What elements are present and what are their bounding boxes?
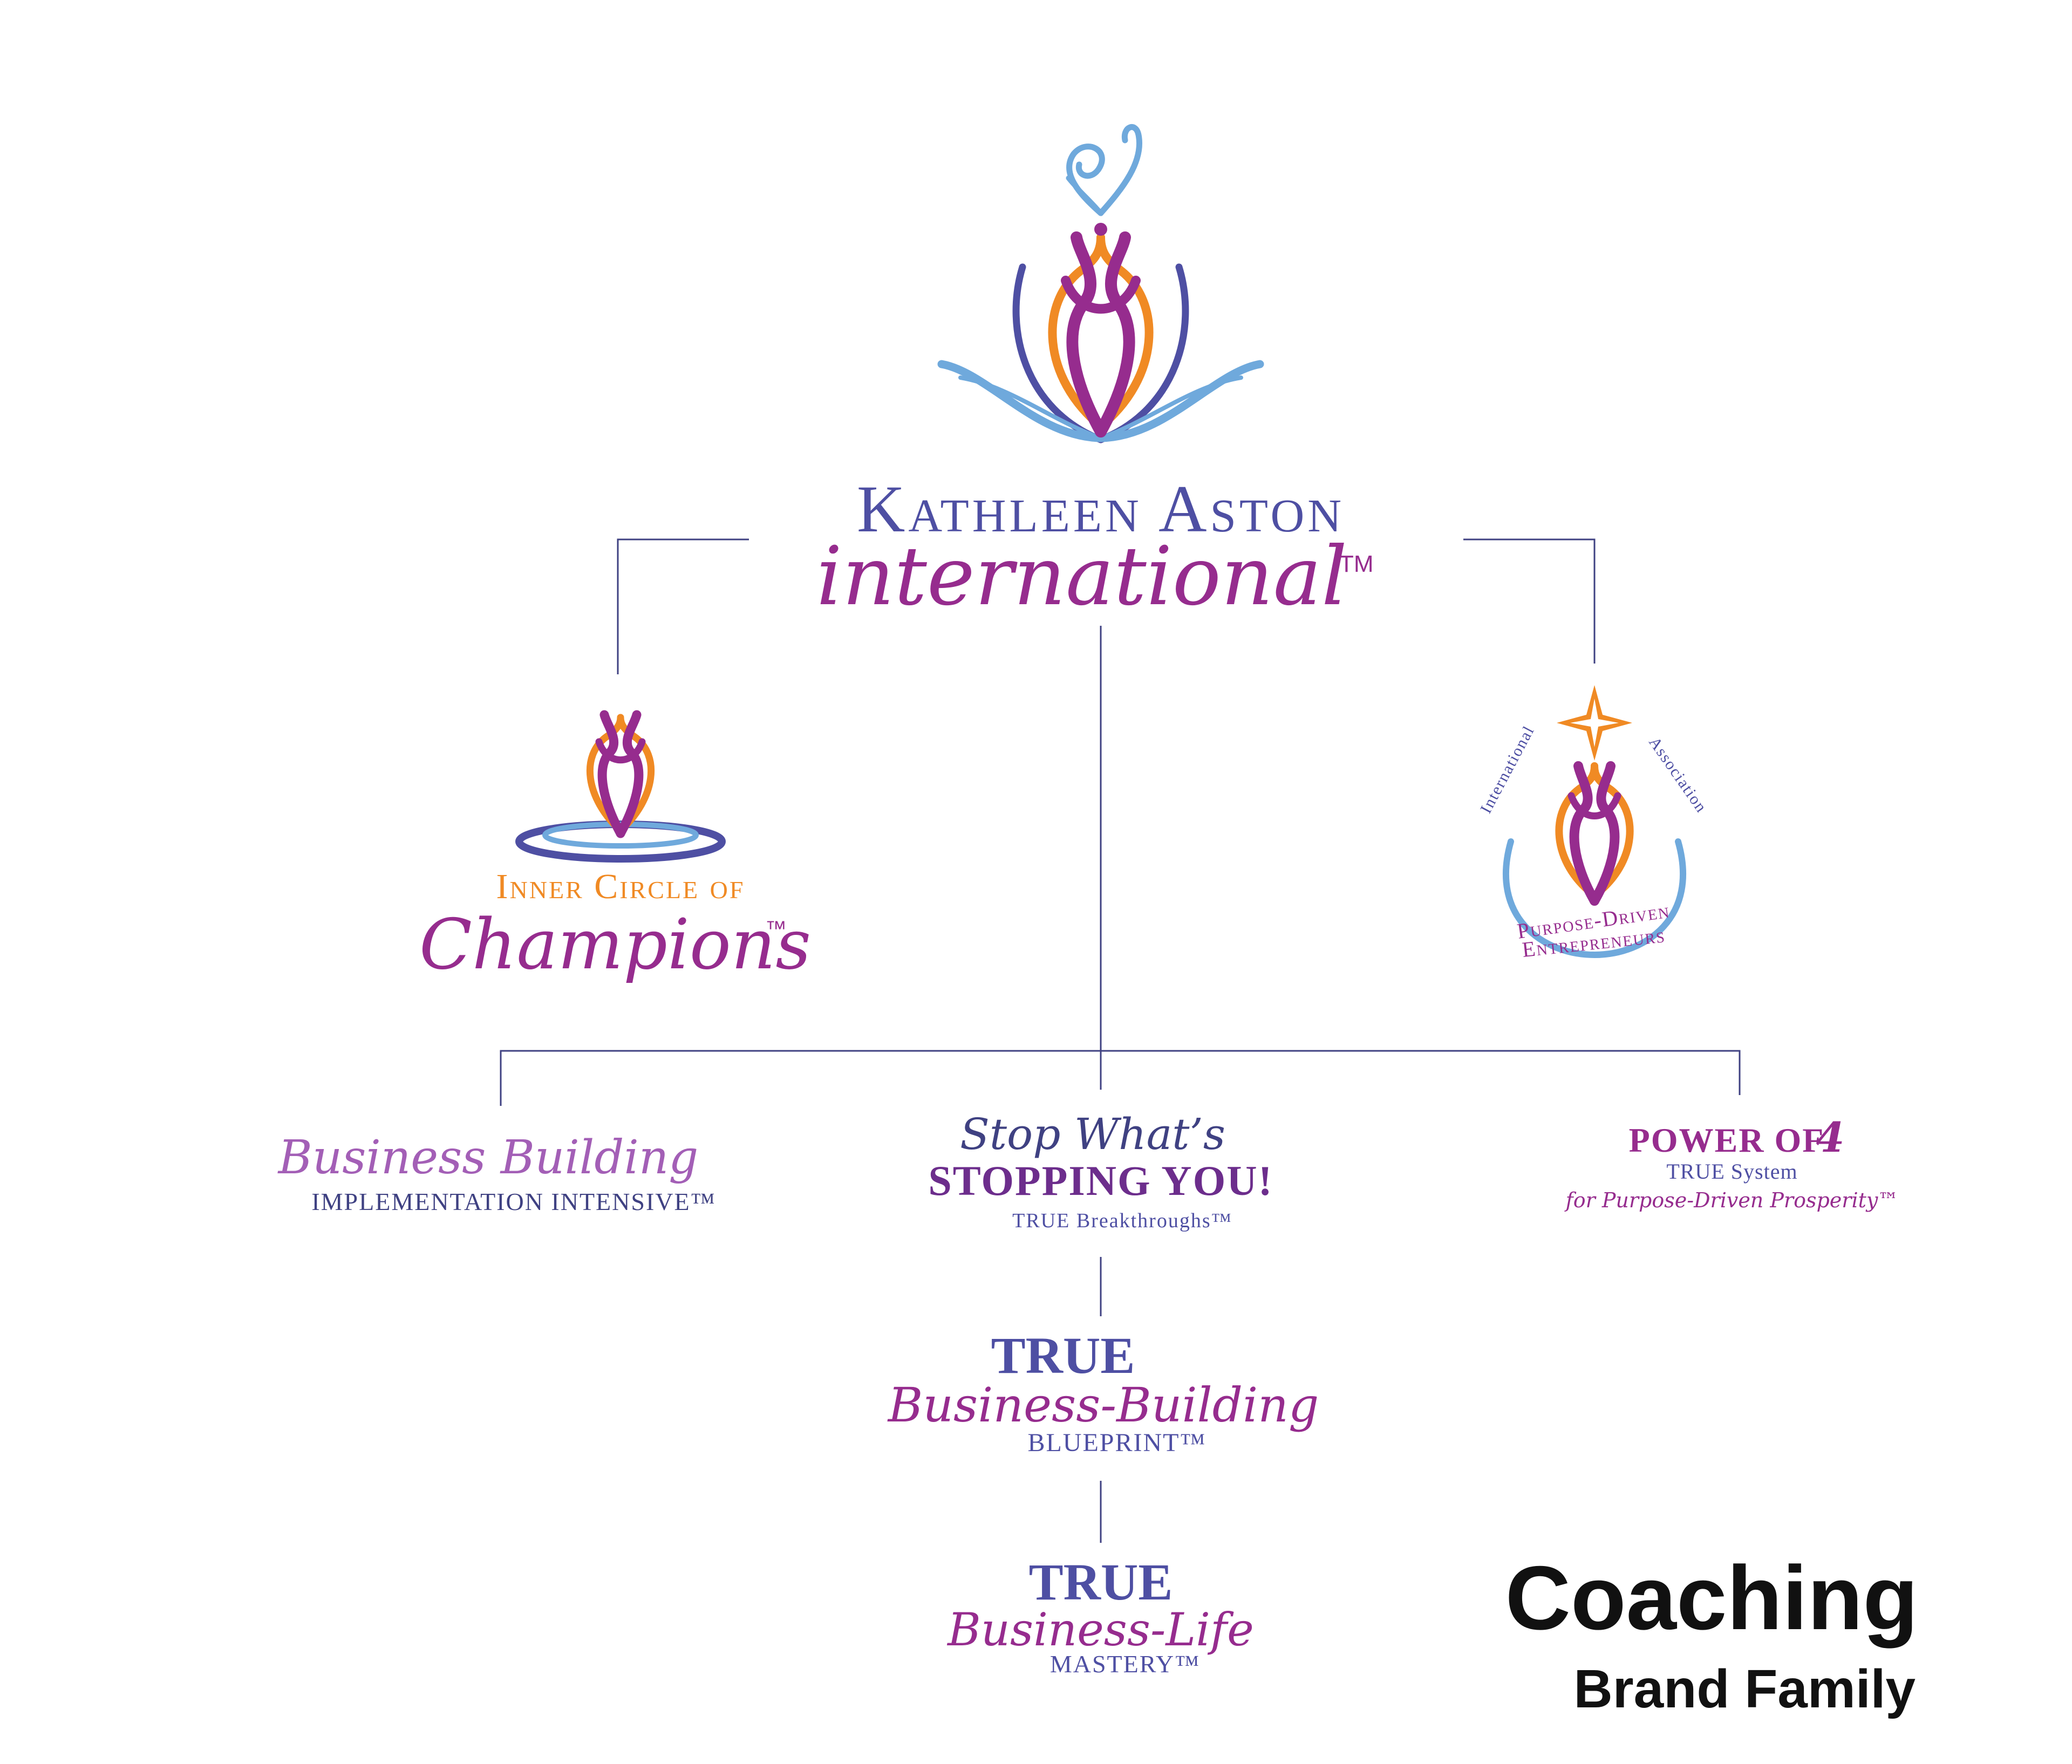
power-of-4-line2: TRUE System <box>1666 1159 1797 1184</box>
association-logo-icon <box>1502 685 1687 959</box>
connector-main-right <box>1463 538 1596 664</box>
main-brand-trademark: TM <box>1339 551 1374 577</box>
inner-circle-line2: Champions <box>419 905 811 985</box>
inner-circle-logo-icon <box>515 710 726 863</box>
blueprint-line1: TRUE <box>991 1327 1135 1384</box>
connector-main-left <box>617 538 749 674</box>
mastery-line3: MASTERY™ <box>1050 1650 1200 1678</box>
stop-whats-line3: TRUE Breakthroughs™ <box>1012 1209 1232 1232</box>
stop-whats-line1: Stop What’s <box>960 1109 1225 1159</box>
lotus-logo-icon <box>937 124 1264 443</box>
connector-branch-bar <box>500 1050 1741 1106</box>
swirl-icon <box>1066 143 1105 216</box>
mastery-line1: TRUE <box>1029 1553 1173 1611</box>
caption-title: Coaching <box>1505 1547 1918 1649</box>
main-brand-subtitle: international <box>816 530 1347 624</box>
blueprint-line2: Business-Building <box>887 1377 1319 1433</box>
power-of-4-number: 4 <box>1816 1113 1845 1161</box>
blueprint-line3: BLUEPRINT™ <box>1027 1428 1206 1457</box>
power-of-4-line3: for Purpose-Driven Prosperity™ <box>1564 1188 1899 1212</box>
mastery-line2: Business-Life <box>946 1603 1254 1656</box>
stop-whats-line2: STOPPING YOU! <box>928 1157 1273 1204</box>
connector-lines <box>500 538 1741 1543</box>
main-brand-title: Kathleen Aston <box>857 472 1345 546</box>
inner-circle-trademark: ™ <box>765 917 787 941</box>
association-arc-right: Association <box>1645 734 1710 816</box>
power-of-4-line1: POWER OF <box>1629 1121 1825 1159</box>
caption-subtitle: Brand Family <box>1574 1659 1916 1719</box>
business-building-line1: Business Building <box>277 1131 699 1185</box>
inner-circle-line1: Inner Circle of <box>496 867 745 906</box>
business-building-line2: IMPLEMENTATION INTENSIVE™ <box>311 1188 715 1215</box>
association-arc-left: International <box>1477 722 1538 816</box>
